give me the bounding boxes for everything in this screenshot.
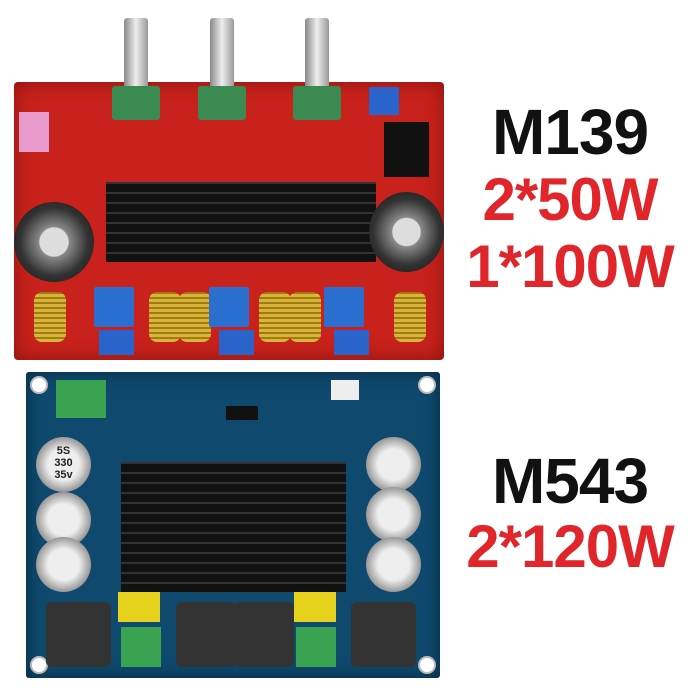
potentiometer-knob <box>124 18 148 88</box>
speaker-terminal <box>219 330 254 355</box>
capacitor <box>366 537 421 592</box>
coil <box>394 292 426 342</box>
film-capacitor <box>294 592 336 622</box>
film-capacitor <box>209 287 249 327</box>
spec-label: 1*100W <box>466 233 674 300</box>
film-capacitor <box>118 592 160 622</box>
potentiometer <box>198 86 246 120</box>
speaker-terminal <box>99 330 134 355</box>
capacitor <box>366 437 421 492</box>
film-capacitor <box>94 287 134 327</box>
potentiometer <box>112 86 160 120</box>
coil <box>289 292 321 342</box>
power-terminal <box>56 380 106 418</box>
capacitor <box>36 537 91 592</box>
chip <box>226 406 258 420</box>
spec-label: 2*50W <box>482 166 658 233</box>
model-label-m543: M543 <box>491 445 649 517</box>
speaker-terminal <box>334 330 369 355</box>
inductor <box>46 602 111 667</box>
audio-jack <box>19 112 49 152</box>
dc-jack <box>384 122 429 177</box>
heatsink <box>106 182 376 262</box>
inductor <box>176 602 236 667</box>
potentiometer-knob <box>210 18 234 88</box>
film-capacitor <box>324 287 364 327</box>
model-label-m139: M139 <box>491 96 649 168</box>
m139-amplifier-board-image <box>14 82 444 360</box>
input-connector <box>331 380 359 400</box>
capacitor <box>14 202 94 282</box>
speaker-terminal <box>296 627 336 667</box>
potentiometer <box>293 86 341 120</box>
coil <box>34 292 66 342</box>
coil <box>259 292 291 342</box>
coil <box>149 292 181 342</box>
spec-label: 2*120W <box>466 513 674 580</box>
capacitor <box>369 192 444 272</box>
coil <box>179 292 211 342</box>
potentiometer-knob <box>305 18 329 88</box>
inductor <box>234 602 294 667</box>
speaker-terminal <box>121 627 161 667</box>
terminal-block <box>369 87 399 115</box>
capacitor <box>366 487 421 542</box>
inductor <box>351 602 416 667</box>
heatsink <box>121 462 346 592</box>
